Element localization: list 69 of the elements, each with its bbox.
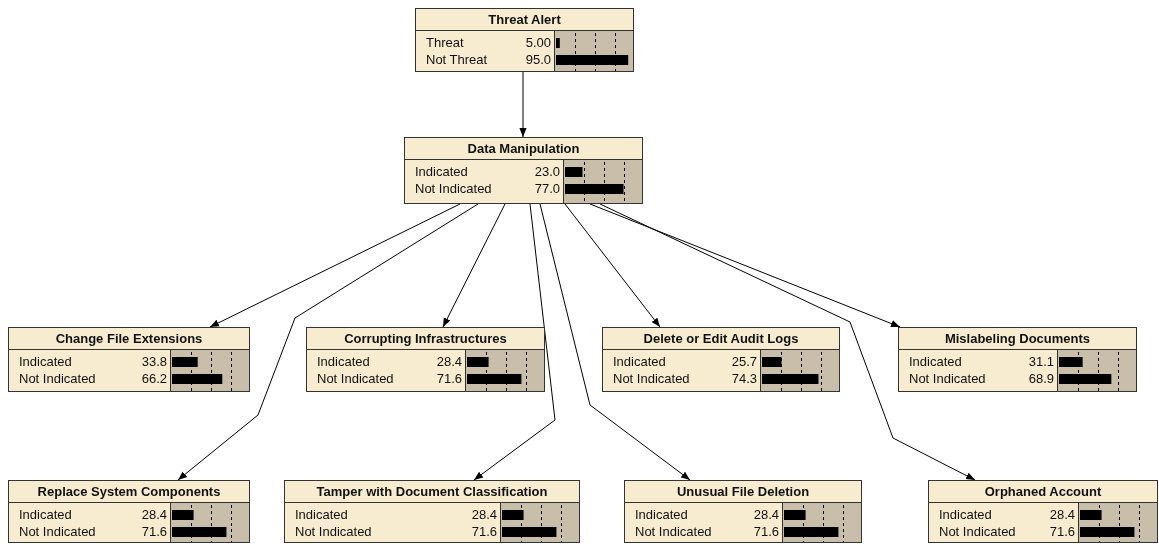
arrow [589, 203, 901, 328]
node-title: Orphaned Account [984, 483, 1102, 501]
state-name: Indicated [635, 507, 688, 523]
state-name: Not Indicated [909, 371, 986, 387]
node-title: Mislabeling Documents [944, 330, 1091, 348]
node-title: Change File Extensions [55, 330, 203, 348]
arrow [177, 203, 479, 481]
network-node [404, 137, 643, 204]
state-name: Not Indicated [635, 524, 712, 540]
state-name: Indicated [295, 507, 348, 523]
state-name: Threat [426, 35, 464, 51]
network-node [306, 327, 545, 392]
state-name: Not Indicated [19, 524, 96, 540]
probability-value: 71.6 [436, 371, 462, 387]
node-title: Corrupting Infrastructures [344, 330, 507, 348]
state-name: Not Indicated [19, 371, 96, 387]
probability-value: 71.6 [753, 524, 779, 540]
state-name: Indicated [19, 354, 72, 370]
state-name: Indicated [19, 507, 72, 523]
arrow [539, 203, 691, 481]
probability-value: 71.6 [471, 524, 497, 540]
state-name: Not Indicated [939, 524, 1016, 540]
state-name: Indicated [939, 507, 992, 523]
network-node [415, 8, 634, 72]
probability-value: 66.2 [141, 371, 167, 387]
probability-value: 77.0 [534, 181, 560, 197]
state-name: Indicated [317, 354, 370, 370]
node-title: Tamper with Document Classification [316, 483, 548, 501]
state-name: Not Threat [426, 52, 488, 68]
probability-value: 33.8 [141, 354, 167, 370]
probability-value: 95.0 [525, 52, 551, 68]
probability-value: 28.4 [141, 507, 167, 523]
probability-value: 71.6 [1049, 524, 1075, 540]
node-title: Delete or Edit Audit Logs [643, 330, 799, 348]
probability-value: 71.6 [141, 524, 167, 540]
probability-value: 28.4 [471, 507, 497, 523]
probability-value: 74.3 [731, 371, 757, 387]
state-name: Not Indicated [613, 371, 690, 387]
arrow [473, 203, 556, 481]
network-node [8, 480, 250, 543]
state-name: Not Indicated [317, 371, 394, 387]
state-name: Indicated [415, 164, 468, 180]
arrow [564, 203, 661, 328]
state-name: Not Indicated [295, 524, 372, 540]
probability-value: 28.4 [436, 354, 462, 370]
node-title: Unusual File Deletion [676, 483, 810, 501]
probability-value: 25.7 [731, 354, 757, 370]
network-node [284, 480, 580, 543]
network-node [624, 480, 862, 543]
probability-value: 68.9 [1028, 371, 1054, 387]
probability-value: 28.4 [1049, 507, 1075, 523]
arrow [442, 203, 506, 328]
state-name: Indicated [613, 354, 666, 370]
network-node [8, 327, 250, 392]
network-node [928, 480, 1158, 543]
network-node [898, 327, 1137, 392]
probability-value: 28.4 [753, 507, 779, 523]
state-name: Not Indicated [415, 181, 492, 197]
arrow [209, 203, 461, 328]
node-title: Threat Alert [488, 11, 561, 29]
probability-value: 31.1 [1028, 354, 1054, 370]
arrow [519, 71, 527, 138]
probability-value: 23.0 [534, 164, 560, 180]
network-node [602, 327, 840, 392]
node-title: Data Manipulation [467, 140, 580, 158]
probability-value: 5.00 [525, 35, 551, 51]
state-name: Indicated [909, 354, 962, 370]
arrow [599, 203, 976, 481]
node-title: Replace System Components [37, 483, 221, 501]
